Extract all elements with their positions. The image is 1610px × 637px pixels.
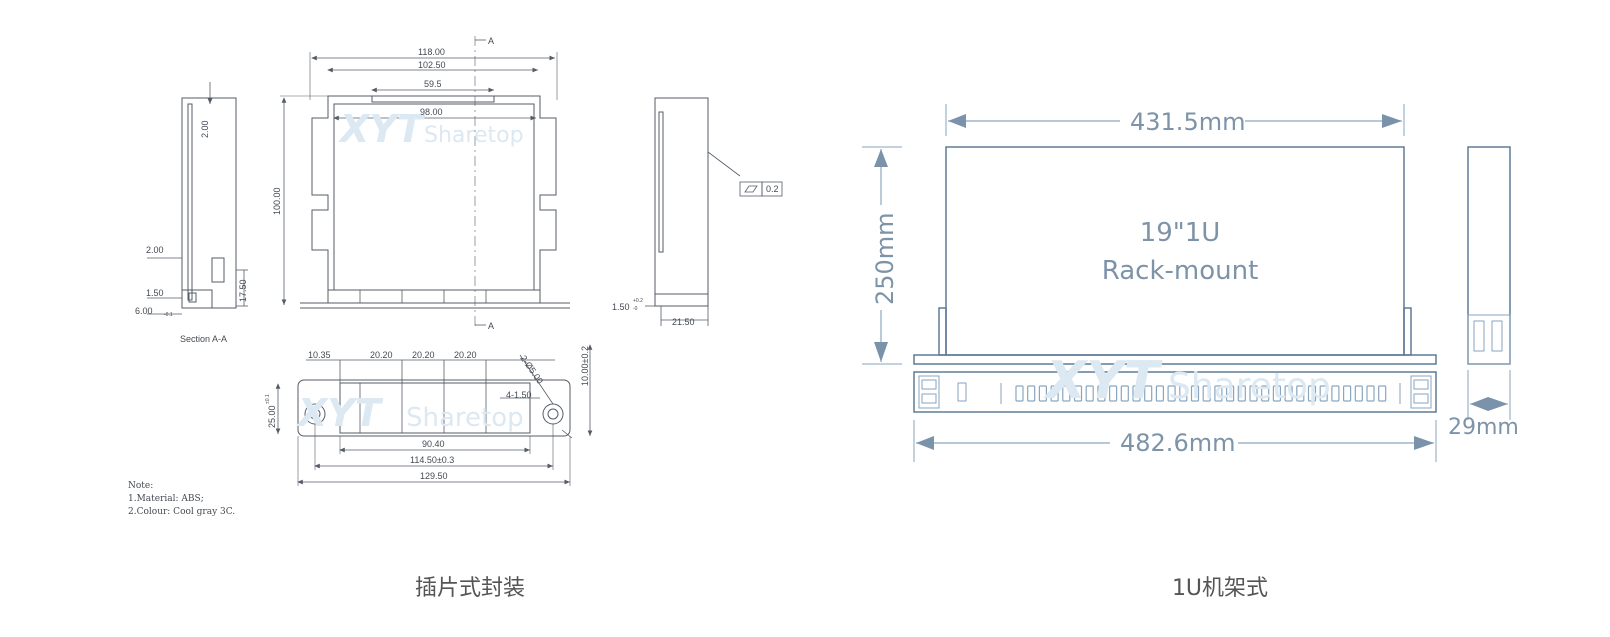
rack-port [1319,385,1328,402]
dim-side-top: 2.00 [200,120,210,138]
right-side-view [645,97,783,326]
rack-port [1331,385,1340,402]
section-mark-bottom: A [488,321,494,331]
dim-side-tab: 17.50 [238,279,248,302]
rack-port [1190,385,1200,402]
rack-port [1342,385,1352,402]
dim-w-slot: 59.5 [424,79,442,89]
notes: Note: 1.Material: ABS; 2.Colour: Cool gr… [128,481,235,517]
rack-port [1108,385,1118,402]
left-dimension-labels: 118.00 102.50 59.5 98.00 A A 100.00 2.00… [135,36,779,481]
dim-side-d2: 6.00 [135,306,153,316]
rack-port [1214,385,1223,402]
rack-port [1237,385,1246,402]
dim-pitch-1: 20.20 [370,350,393,360]
rack-port [1249,385,1258,402]
rack-port [1132,385,1141,402]
rack-port [1050,385,1059,402]
rack-port [1296,385,1305,402]
rack-port [1366,385,1375,402]
note-material: 1.Material: ABS; [128,494,204,504]
section-a-a-view [147,82,248,315]
rack-port [1167,385,1176,402]
rack-label-line2: Rack-mount [1102,256,1259,286]
rack-label-line1: 19"1U [1140,218,1221,248]
dim-right-thick: 1.50 [612,302,630,312]
dim-height-right: 10.00±0.2 [580,346,590,386]
dim-hole: 2-Ø5.00 [518,353,545,385]
right-technical-drawing [862,104,1511,462]
svg-text:XYT: XYT [338,107,426,151]
dim-w-overall: 118.00 [418,47,445,57]
watermark-left: XYT Sharetop XYT Sharetop [296,107,524,435]
rack-port [1155,385,1165,402]
dim-depth: 250mm [871,212,899,305]
dim-height-left: 25.00 [267,405,277,428]
dim-height: 29mm [1448,415,1519,440]
caption-insert-package: 插片式封装 [414,576,525,601]
watermark-right: XYT Sharetop [1043,351,1331,411]
svg-text:XYT: XYT [1043,351,1163,411]
rack-port [1144,385,1153,402]
rack-port [1378,385,1387,402]
note-colour: 2.Colour: Cool gray 3C. [128,507,235,517]
dim-right-thick-tol: +0.2 [633,298,643,304]
rack-port [1120,385,1129,402]
rack-port [1261,385,1270,402]
left-technical-drawing [147,36,783,486]
dim-side-d2-tol: -0.1 [164,312,173,318]
dim-top-width: 431.5mm [1130,108,1245,136]
dim-pitch-3: 20.20 [454,350,477,360]
dim-h-overall: 100.00 [272,187,282,215]
dim-w-total: 129.50 [420,471,448,481]
rack-port [1062,385,1071,402]
rack-port [1085,385,1094,402]
rack-port [1284,385,1293,402]
rack-port [1038,385,1048,402]
dim-right-depth: 21.50 [672,317,695,327]
flatness-value: 0.2 [766,184,779,194]
dim-w-ports: 90.40 [422,439,445,449]
front-view [280,36,570,330]
rack-port [1179,385,1188,402]
svg-text:Sharetop: Sharetop [1168,366,1331,407]
dim-w-body: 102.50 [418,60,446,70]
rack-port [1202,385,1211,402]
svg-text:Sharetop: Sharetop [424,123,524,148]
svg-text:Sharetop: Sharetop [406,403,524,433]
dim-pitch-first: 10.35 [308,350,331,360]
rack-port [1225,385,1235,402]
rack-port [1097,385,1106,402]
right-dimension-labels: 431.5mm 250mm 19"1U Rack-mount 482.6mm 2… [871,108,1519,457]
dim-w-holes: 114.50±0.3 [410,455,454,465]
rack-port [1027,385,1036,402]
dim-right-thick-tol2: -0 [633,306,638,312]
dim-side-wall: 2.00 [146,245,164,255]
section-mark-top: A [488,36,494,46]
rack-port [1307,385,1317,402]
dim-w-inner: 98.00 [420,107,443,117]
rack-port [1354,385,1363,402]
dim-pitch-2: 20.20 [412,350,435,360]
dim-small: 4-1.50 [506,390,532,400]
rack-port [1272,385,1282,402]
dim-height-left-tol: ±0.1 [265,394,271,404]
section-title: Section A-A [180,334,227,344]
rack-port [1015,385,1024,402]
caption-rack-mount: 1U机架式 [1171,576,1269,601]
svg-text:XYT: XYT [296,391,384,435]
bottom-view [275,344,593,486]
dim-side-d1: 1.50 [146,288,164,298]
note-heading: Note: [128,481,153,491]
dim-front-width: 482.6mm [1120,429,1235,457]
rack-port [1073,385,1083,402]
